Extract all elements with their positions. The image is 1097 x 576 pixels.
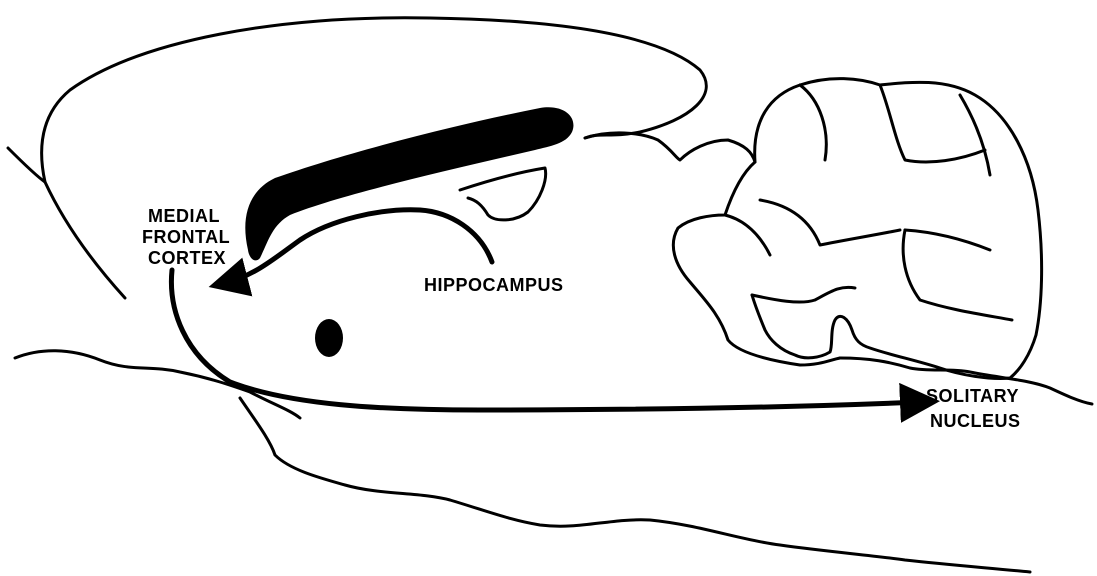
ventral-outline-upper bbox=[15, 351, 300, 418]
cerebellum-outline bbox=[752, 79, 1042, 379]
cerebellum-folia-8 bbox=[725, 215, 770, 255]
label-frontal: FRONTAL bbox=[142, 227, 230, 247]
label-medial: MEDIAL bbox=[148, 206, 220, 226]
cerebellum-folia-1 bbox=[800, 85, 826, 160]
midbrain-outline bbox=[585, 133, 840, 365]
frontal-cortex-edge bbox=[45, 182, 125, 298]
label-solitary: SOLITARY bbox=[926, 386, 1019, 406]
cerebellum-folia-3 bbox=[760, 200, 900, 245]
cerebellum-folia-6 bbox=[752, 287, 855, 302]
cerebellum-folia-2 bbox=[880, 85, 985, 162]
anterior-commissure-dot bbox=[315, 319, 343, 357]
ventral-outline-lower bbox=[240, 398, 1030, 572]
label-cortex: CORTEX bbox=[148, 248, 226, 268]
cerebellum-folia-4 bbox=[905, 230, 990, 250]
cerebellum-folia-7 bbox=[960, 95, 990, 175]
label-hippocampus: HIPPOCAMPUS bbox=[424, 275, 564, 295]
lateral-ventricle bbox=[245, 107, 573, 260]
cerebellum-folia-5 bbox=[903, 230, 1012, 320]
label-nucleus: NUCLEUS bbox=[930, 411, 1021, 431]
third-ventricle-outline bbox=[460, 168, 546, 220]
